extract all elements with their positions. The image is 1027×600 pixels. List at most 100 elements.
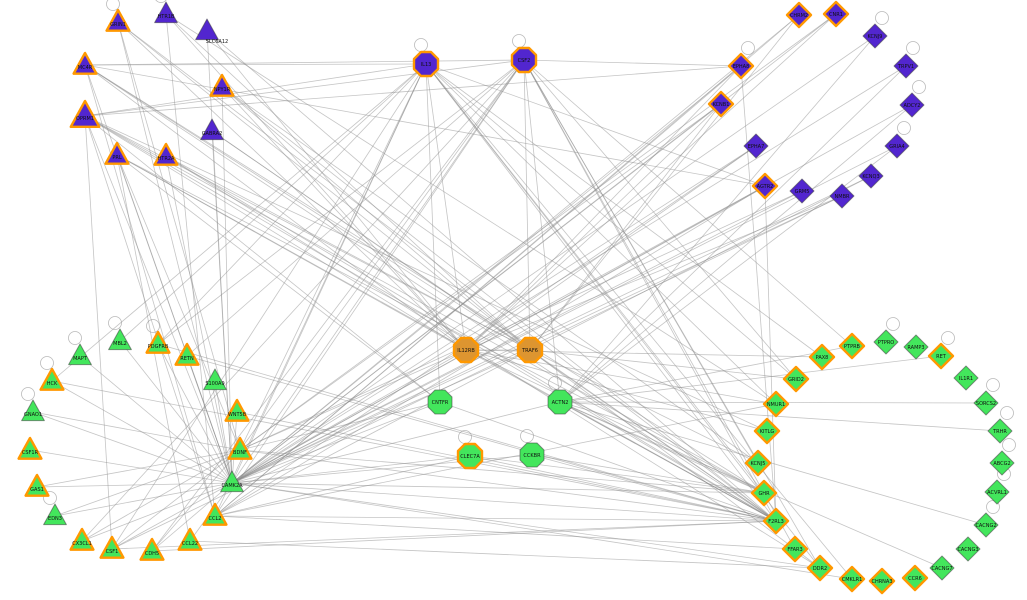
node-gnao1[interactable] [21,399,45,422]
node-mc4r[interactable] [72,51,98,75]
edge [239,449,777,522]
node-bdnf[interactable] [227,436,253,460]
node-il12rb[interactable] [452,336,480,364]
node-ramp3[interactable] [903,334,929,360]
edge [84,115,441,403]
node-trpv1[interactable] [893,53,919,79]
node-cnr1[interactable] [822,0,850,28]
node-cckbr[interactable] [519,442,545,468]
node-ffar3[interactable] [781,535,809,563]
node-retn[interactable] [174,342,200,366]
edge [214,349,531,517]
node-kcnb1[interactable] [707,90,735,118]
node-sorcs2[interactable] [973,390,999,416]
node-edn3[interactable] [43,503,67,526]
node-clec7a[interactable] [456,442,484,470]
node-grid2[interactable] [782,365,810,393]
edge [214,185,766,517]
node-il1r1[interactable] [953,365,979,391]
self-loop [875,11,889,25]
node-pdgfrb[interactable] [145,330,171,354]
node-ccr6[interactable] [901,564,929,592]
edge [559,355,942,403]
edge [211,130,233,484]
edge [239,449,765,494]
node-cntfr[interactable] [427,389,453,415]
node-kcnq3[interactable] [858,163,884,189]
node-ccl2[interactable] [202,502,228,526]
node-grm5[interactable] [789,178,815,204]
edge [529,349,777,522]
node-kitlg[interactable] [753,417,781,445]
edge [119,63,427,342]
edge [214,59,525,517]
node-gas1[interactable] [24,473,50,497]
node-mbl2[interactable] [108,328,132,351]
node-adcy2[interactable] [899,92,925,118]
node-agtr2[interactable] [751,172,779,200]
node-csf2[interactable] [510,46,538,74]
node-csf1[interactable] [99,535,125,559]
node-hck[interactable] [39,367,65,391]
edge [84,115,233,484]
edge [117,21,233,484]
node-il13[interactable] [412,50,440,78]
node-wnt5b[interactable] [224,398,250,422]
node-htr1b[interactable] [154,1,178,24]
node-chrm2[interactable] [785,1,813,29]
edge [221,86,233,484]
node-ptprb[interactable] [838,332,866,360]
node-chrna3[interactable] [868,567,896,595]
node-gabra2[interactable] [200,118,224,141]
node-slc6a12[interactable] [195,18,219,41]
node-abcg2[interactable] [989,450,1015,476]
node-csf1r[interactable] [17,436,43,460]
edge [764,185,777,522]
edge [559,401,1001,432]
node-ddr2[interactable] [806,554,834,582]
node-htr2a[interactable] [153,142,179,166]
edge [559,345,853,403]
node-kcnj5[interactable] [744,449,772,477]
edge [465,13,837,351]
edge [465,195,843,351]
node-nmur1[interactable] [762,390,790,418]
node-grin1[interactable] [105,8,131,32]
node-oprm1[interactable] [69,99,101,129]
node-kcnj9[interactable] [862,23,888,49]
node-npy1r[interactable] [209,73,235,97]
node-mapt[interactable] [68,343,92,366]
edge [214,65,742,517]
node-nmbr[interactable] [829,183,855,209]
node-cdh5[interactable] [139,537,165,561]
node-actn2[interactable] [547,389,573,415]
edge [151,482,233,552]
node-cmklr1[interactable] [838,565,866,593]
node-ret[interactable] [927,342,955,370]
node-f2rl3[interactable] [762,507,790,535]
node-cx3cl1[interactable] [69,527,95,551]
edge [231,185,766,484]
edge [559,35,876,403]
edge [559,104,913,403]
edge [116,154,765,494]
node-prl[interactable] [104,141,130,165]
node-epha7[interactable] [743,133,769,159]
node-epha8[interactable] [727,52,755,80]
node-traf6[interactable] [516,336,544,364]
edge [111,520,777,550]
node-ghr[interactable] [750,479,778,507]
node-cacng7[interactable] [929,555,955,581]
node-camk2a[interactable] [220,470,244,493]
node-cacng3[interactable] [955,536,981,562]
node-s100a9[interactable] [203,368,227,391]
node-acvrl1[interactable] [984,479,1010,505]
node-trhr[interactable] [987,418,1013,444]
node-ptpro[interactable] [873,329,899,355]
node-cacng2[interactable] [973,512,999,538]
node-pax8[interactable] [808,343,836,371]
self-loop [43,491,57,505]
node-gria4[interactable] [884,133,910,159]
node-ccl22[interactable] [177,527,203,551]
